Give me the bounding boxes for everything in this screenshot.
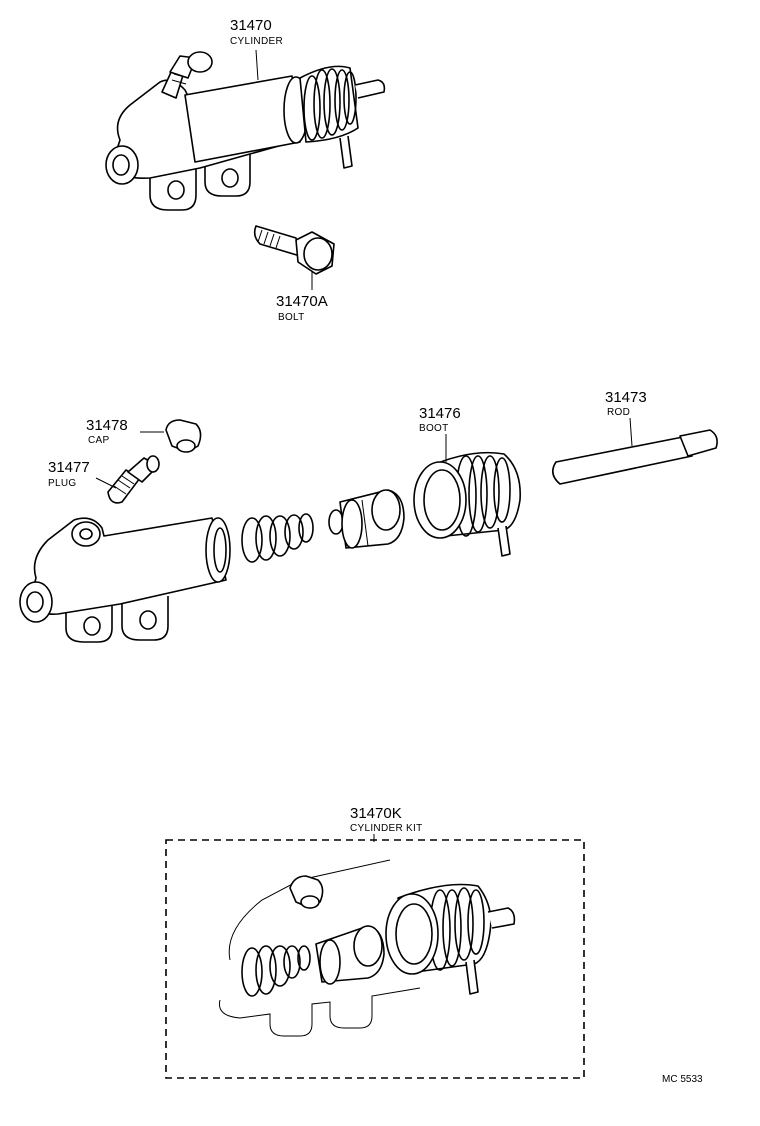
boot-part-number: 31476 (419, 405, 461, 422)
bolt-part-number: 31470A (276, 293, 328, 310)
spring-drawing (241, 513, 314, 563)
cylinder-part-name: CYLINDER (230, 36, 283, 47)
diagram-code: MC 5533 (662, 1074, 703, 1085)
bolt-part-name: BOLT (278, 312, 305, 323)
cap-part-name: CAP (88, 435, 109, 446)
cylinder-part-number: 31470 (230, 17, 272, 34)
plug-part-name: PLUG (48, 478, 76, 489)
cylinder-assembly-drawing (105, 49, 386, 211)
cap-part-number: 31478 (86, 417, 128, 434)
rod-drawing (552, 417, 718, 485)
plug-drawing (95, 455, 160, 504)
piston-drawing (328, 489, 405, 549)
boot-part-name: BOOT (419, 423, 449, 434)
rod-part-number: 31473 (605, 389, 647, 406)
plug-part-number: 31477 (48, 459, 90, 476)
kit-contents-drawing (218, 859, 516, 1037)
kit-dashed-frame (165, 839, 585, 1079)
boot-drawing (413, 434, 521, 557)
cylinder-bleeder-plug (161, 51, 213, 99)
cylinder-boot-bellows (299, 65, 359, 143)
kit-part-name: CYLINDER KIT (350, 823, 423, 834)
cap-drawing (140, 419, 202, 453)
bolt-drawing (253, 225, 335, 290)
rod-part-name: ROD (607, 407, 630, 418)
cylinder-body-exploded-drawing (19, 517, 231, 643)
kit-part-number: 31470K (350, 805, 402, 822)
